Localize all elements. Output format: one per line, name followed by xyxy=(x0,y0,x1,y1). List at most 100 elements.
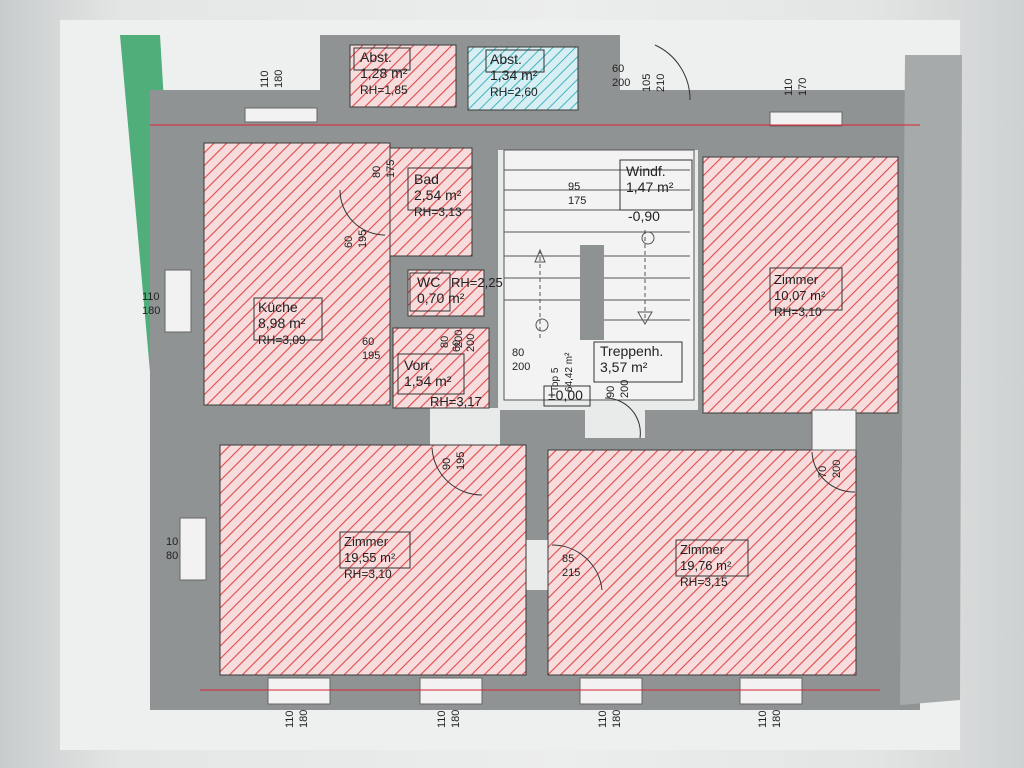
dimension-width: 60 xyxy=(343,236,355,248)
room-area: 2,54 m² xyxy=(414,187,462,203)
dimension-width: 60 xyxy=(451,340,463,352)
dimension-height: 180 xyxy=(450,710,462,728)
room-kueche xyxy=(203,142,391,406)
dimension-width: 110 xyxy=(284,710,296,728)
room-wc xyxy=(407,269,485,317)
dimension-width: 90 xyxy=(441,458,453,470)
room-area: 1,34 m² xyxy=(490,67,538,83)
dimension-width: 10 xyxy=(166,536,178,548)
dimension-width: 70 xyxy=(817,466,829,478)
dimension-width: 110 xyxy=(436,710,448,728)
room-area: 1,47 m² xyxy=(626,179,674,195)
room-area: 10,07 m² xyxy=(774,288,826,303)
door-swings xyxy=(339,44,856,591)
room-name: Bad xyxy=(414,171,439,187)
dimension-width: 85 xyxy=(562,553,574,565)
room-height: RH=2,60 xyxy=(490,85,538,99)
room-name: Abst. xyxy=(360,49,392,65)
room-abst-1 xyxy=(349,44,457,108)
room-name: WC xyxy=(417,274,440,290)
dimension-height: 180 xyxy=(273,70,285,88)
dimension-width: 110 xyxy=(142,291,160,303)
dimension-height: 180 xyxy=(611,710,623,728)
unit-area: 64,42 m² xyxy=(564,352,575,392)
room-name: Abst. xyxy=(490,51,522,67)
room-height: RH=2,25 xyxy=(451,275,503,290)
dimension-width: 105 xyxy=(641,74,653,92)
dimension-height: 180 xyxy=(771,710,783,728)
room-area: 1,28 m² xyxy=(360,65,408,81)
window-openings xyxy=(164,107,857,705)
dimension-height: 195 xyxy=(357,230,369,248)
staircase xyxy=(503,149,695,401)
room-zimmer-ne xyxy=(702,156,899,414)
dimension-width: 60 xyxy=(612,63,624,75)
dimension-height: 195 xyxy=(455,452,467,470)
room-area: 19,76 m² xyxy=(680,558,732,573)
room-height: RH=3,10 xyxy=(344,567,392,581)
dimension-height: 180 xyxy=(142,305,160,317)
room-area: 8,98 m² xyxy=(258,315,306,331)
dimension-height: 200 xyxy=(619,380,631,398)
room-height: RH=3,10 xyxy=(774,305,822,319)
room-label-vorr: Vorr.1,54 m² RH=3,17 xyxy=(397,353,482,409)
dimension-width: 60 xyxy=(362,336,374,348)
room-name: Windf. xyxy=(626,163,666,179)
room-name: Zimmer xyxy=(344,534,389,549)
room-height: RH=3,15 xyxy=(680,575,728,589)
dimension-height: 200 xyxy=(512,361,530,373)
dimension-height: 175 xyxy=(568,195,586,207)
dimension-height: 180 xyxy=(298,710,310,728)
dimension-width: 110 xyxy=(783,78,795,96)
room-zimmer-sw xyxy=(219,444,527,676)
room-name: Treppenh. xyxy=(600,343,663,359)
room-height: ±0,00 xyxy=(548,387,583,403)
room-area: 1,54 m² xyxy=(404,373,452,389)
right-outer-wall xyxy=(900,55,962,705)
room-name: Vorr. xyxy=(404,357,433,373)
room-height: RH=3,09 xyxy=(258,333,306,347)
room-label-abst-2: Abst.1,34 m² RH=2,60 xyxy=(485,49,545,99)
dimension-height: 195 xyxy=(362,350,380,362)
room-height: RH=3,13 xyxy=(414,205,462,219)
dimension-height: 200 xyxy=(465,334,477,352)
room-label-abst-1: Abst.1,28 m² RH=1,85 xyxy=(353,47,411,97)
room-height: RH=3,17 xyxy=(430,394,482,409)
dimension-height: 200 xyxy=(453,330,465,348)
room-label-treppenh: Treppenh.3,57 m²±0,00 xyxy=(543,341,683,407)
dimension-height: 210 xyxy=(655,74,667,92)
room-name: Zimmer xyxy=(680,542,725,557)
dimension-height: 215 xyxy=(562,567,580,579)
room-height: RH=1,85 xyxy=(360,83,408,97)
room-height: -0,90 xyxy=(628,208,660,224)
cad-reference-lines xyxy=(150,124,920,691)
room-zimmer-se xyxy=(547,449,857,676)
dimension-width: 110 xyxy=(259,70,271,88)
dimension-height: 200 xyxy=(831,460,843,478)
room-vorr xyxy=(392,327,490,409)
dimension-width: 80 xyxy=(439,336,451,348)
room-area: 0,70 m² xyxy=(417,290,465,306)
dimension-height: 80 xyxy=(166,550,178,562)
dimension-width: 110 xyxy=(757,710,769,728)
